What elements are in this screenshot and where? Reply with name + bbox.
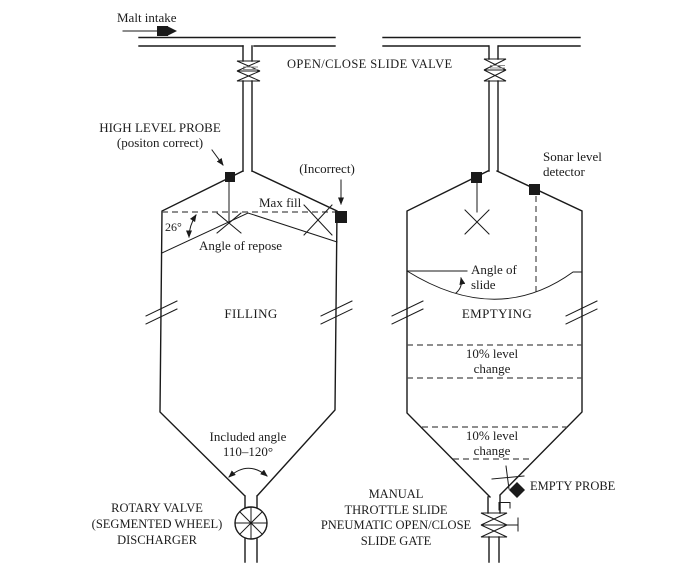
high-level-probe-label: HIGH LEVEL PROBE (positon correct) — [93, 120, 227, 150]
high-level-probe-line2: (positon correct) — [116, 135, 204, 150]
level-change-upper-line1: 10% level — [465, 346, 519, 361]
incorrect-label: (Incorrect) — [299, 161, 355, 176]
break-marks-filling — [145, 300, 353, 325]
gate-line3: PNEUMATIC OPEN/CLOSE — [320, 518, 472, 532]
included-angle-line1: Included angle — [209, 429, 287, 444]
included-angle-line2: 110–120° — [222, 444, 274, 459]
level-change-lower-label: 10% level change — [442, 428, 542, 458]
sonar-probe-marker-right — [529, 184, 540, 293]
rotary-valve-line1: ROTARY VALVE — [111, 501, 203, 515]
malt-intake-arrow-icon — [122, 26, 177, 36]
included-angle-arc — [228, 467, 268, 478]
level-change-upper-label: 10% level change — [442, 346, 542, 376]
material-surface-filling — [161, 212, 338, 254]
fill-pipe-left — [242, 45, 253, 172]
emptying-state-label: EMPTYING — [461, 306, 533, 321]
gate-valve-icon — [480, 502, 519, 563]
angle-of-slide-line2: slide — [471, 277, 496, 292]
gate-line2: THROTTLE SLIDE — [344, 502, 448, 517]
rotary-valve-line3: DISCHARGER — [117, 533, 197, 547]
level-change-lines-lower — [422, 426, 567, 460]
intake-pipe-right — [382, 36, 581, 47]
gate-line1: MANUAL — [368, 487, 424, 501]
repose-angle-arc — [186, 214, 197, 238]
level-change-lower-line2: change — [473, 443, 511, 458]
rotary-valve-line2: (SEGMENTED WHEEL) — [91, 517, 223, 531]
repose-angle-value: 26° — [165, 220, 182, 234]
gate-line4: SLIDE GATE — [360, 533, 432, 548]
filling-state-label: FILLING — [224, 306, 278, 321]
high-level-probe-arrow — [211, 149, 224, 166]
intake-pipe-left — [138, 36, 336, 47]
level-change-upper-line2: change — [473, 361, 511, 376]
emptying-silo-outline — [406, 170, 583, 514]
rotary-valve-icon — [234, 506, 268, 563]
max-fill-label: Max fill — [259, 195, 302, 210]
level-change-lower-line1: 10% level — [465, 428, 519, 443]
high-level-probe-line1: HIGH LEVEL PROBE — [99, 120, 221, 135]
break-marks-emptying — [391, 300, 598, 325]
angle-of-slide-line1: Angle of — [471, 262, 517, 277]
rotary-valve-label: ROTARY VALVE (SEGMENTED WHEEL) DISCHARGE… — [78, 500, 236, 548]
sonar-detector-label: Sonar level detector — [543, 149, 602, 179]
material-surface-emptying — [406, 270, 583, 300]
angle-of-slide-label: Angle of slide — [471, 262, 517, 292]
high-level-probe-marker — [216, 172, 242, 234]
empty-probe-label: EMPTY PROBE — [530, 479, 616, 493]
slide-valve-label: OPEN/CLOSE SLIDE VALVE — [287, 57, 453, 71]
included-angle-label: Included angle 110–120° — [194, 429, 302, 459]
slide-valve-icon-right — [483, 58, 507, 82]
filling-silo-outline — [159, 170, 338, 508]
malt-intake-label: Malt intake — [117, 10, 177, 25]
slide-valve-icon-left — [236, 60, 261, 82]
slide-angle-arrow — [455, 277, 466, 294]
angle-of-repose-label: Angle of repose — [199, 238, 283, 253]
incorrect-probe-marker — [303, 204, 347, 236]
fill-pipe-right — [488, 45, 499, 172]
level-change-lines-upper — [407, 344, 582, 379]
sonar-line1: Sonar level — [543, 149, 602, 164]
empty-probe-marker — [491, 465, 525, 498]
sonar-line2: detector — [543, 164, 585, 179]
gate-label: MANUAL THROTTLE SLIDE PNEUMATIC OPEN/CLO… — [318, 487, 474, 549]
sonar-probe-marker-left — [464, 172, 490, 235]
